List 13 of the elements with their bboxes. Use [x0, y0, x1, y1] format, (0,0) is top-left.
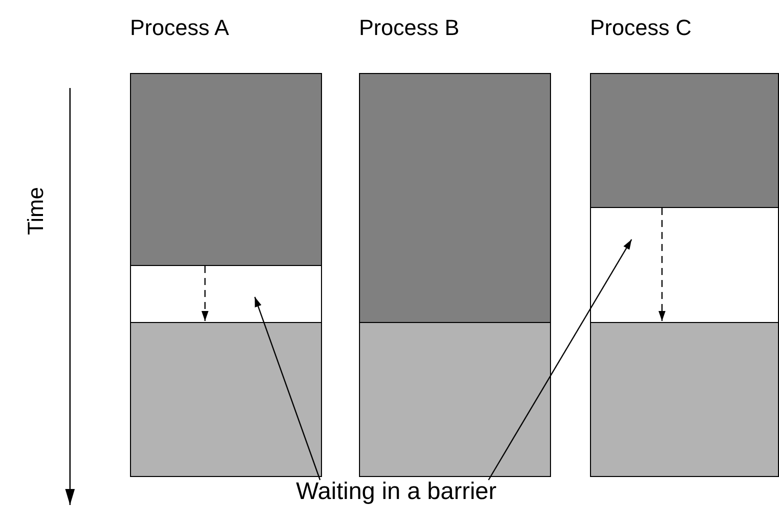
running-block — [590, 73, 779, 208]
waiting-block — [590, 207, 779, 323]
axis-label: Time — [23, 186, 50, 236]
process-heading: Process A — [130, 15, 230, 42]
post-barrier-block — [130, 322, 322, 477]
callout-text: Waiting in a barrier — [296, 478, 497, 507]
post-barrier-block — [590, 322, 779, 477]
process-heading: Process B — [359, 15, 460, 42]
waiting-block — [130, 265, 322, 323]
process-heading: Process C — [590, 15, 692, 42]
running-block — [130, 73, 322, 266]
post-barrier-block — [359, 322, 551, 477]
running-block — [359, 73, 551, 323]
